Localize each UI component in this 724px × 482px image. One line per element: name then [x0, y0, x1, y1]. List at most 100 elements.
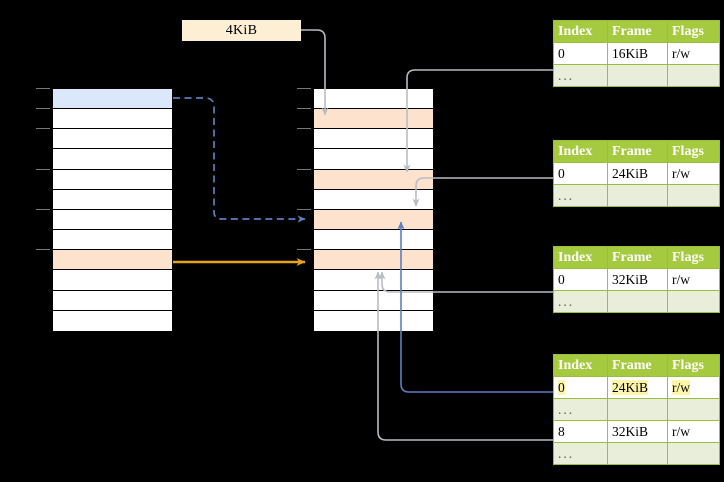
- physical-address-space-row: [314, 149, 433, 170]
- page-size-label: 4KiB: [182, 20, 301, 41]
- table-row[interactable]: 0 24KiB r/w: [553, 376, 720, 399]
- row-tick-mark: [36, 88, 50, 89]
- cell-frame: [607, 64, 668, 87]
- row-tick-mark: [297, 128, 311, 130]
- cell-index: 0: [553, 162, 608, 185]
- physical-address-space-row: [314, 270, 433, 291]
- cell-flags: r/w: [667, 376, 720, 399]
- column-header-flags: Flags: [667, 354, 720, 377]
- cell-flags: [667, 398, 720, 421]
- cell-flags: [667, 290, 720, 313]
- virtual-address-space-row: [53, 129, 172, 150]
- column-header-flags: Flags: [667, 246, 720, 269]
- physical-address-space-row: [314, 169, 433, 190]
- physical-address-space-row: [314, 250, 433, 271]
- table-row[interactable]: ...: [553, 398, 720, 421]
- column-header-flags: Flags: [667, 140, 720, 163]
- virtual-address-space-row: [53, 250, 172, 271]
- physical-address-space-row: [314, 290, 433, 311]
- column-header-frame: Frame: [607, 140, 668, 163]
- column-header-frame: Frame: [607, 354, 668, 377]
- cell-index: ...: [553, 64, 608, 87]
- cell-index: ...: [553, 442, 608, 465]
- cell-frame: 24KiB: [607, 376, 668, 399]
- virtual-address-space-row: [53, 290, 172, 311]
- cell-flags: r/w: [667, 42, 720, 65]
- cell-flags: [667, 442, 720, 465]
- column-header-flags: Flags: [667, 20, 720, 43]
- cell-frame: 32KiB: [607, 268, 668, 291]
- highlighted-value: r/w: [672, 379, 690, 395]
- column-header-index: Index: [553, 354, 608, 377]
- column-header-index: Index: [553, 140, 608, 163]
- table-row[interactable]: ...: [553, 290, 720, 313]
- row-tick-mark: [36, 108, 50, 110]
- cell-index: ...: [553, 184, 608, 207]
- cell-frame: 24KiB: [607, 162, 668, 185]
- cell-frame: [607, 398, 668, 421]
- physical-address-space-row: [314, 109, 433, 130]
- cell-frame: [607, 184, 668, 207]
- cell-index: 0: [553, 268, 608, 291]
- virtual-address-space-row: [53, 89, 172, 110]
- virtual-address-space-column: [52, 88, 173, 331]
- virtual-address-space-row: [53, 270, 172, 291]
- virtual-address-space-row: [53, 149, 172, 170]
- physical-address-space-row: [314, 129, 433, 150]
- cell-frame: 32KiB: [607, 420, 668, 443]
- row-tick-mark: [36, 209, 50, 210]
- row-tick-mark: [297, 88, 311, 89]
- row-tick-mark: [297, 209, 311, 210]
- cell-frame: [607, 442, 668, 465]
- highlighted-value: 0: [558, 379, 565, 395]
- virtual-address-space-row: [53, 169, 172, 190]
- row-tick-mark: [36, 168, 50, 170]
- row-tick-mark: [36, 128, 50, 130]
- row-tick-mark: [297, 108, 311, 110]
- virtual-address-space-row: [53, 209, 172, 231]
- cell-index: 8: [553, 420, 608, 443]
- highlighted-value: 24KiB: [612, 379, 649, 395]
- virtual-address-space-row: [53, 109, 172, 130]
- row-tick-mark: [36, 249, 50, 251]
- cell-flags: r/w: [667, 162, 720, 185]
- virtual-address-space-row: [53, 189, 172, 210]
- virtual-address-space-row: [53, 230, 172, 251]
- virtual-address-space-row: [53, 310, 172, 331]
- table-row[interactable]: ...: [553, 442, 720, 465]
- column-header-index: Index: [553, 20, 608, 43]
- cell-frame: 16KiB: [607, 42, 668, 65]
- physical-address-space-column: [313, 88, 434, 331]
- table-row[interactable]: ...: [553, 64, 720, 87]
- cell-index: 0: [553, 376, 608, 399]
- cell-frame: [607, 290, 668, 313]
- cell-index: ...: [553, 398, 608, 421]
- row-tick-mark: [297, 249, 311, 251]
- column-header-frame: Frame: [607, 246, 668, 269]
- cell-flags: r/w: [667, 420, 720, 443]
- physical-address-space-row: [314, 189, 433, 210]
- cell-index: 0: [553, 42, 608, 65]
- physical-address-space-row: [314, 209, 433, 231]
- cell-flags: [667, 184, 720, 207]
- physical-address-space-row: [314, 310, 433, 331]
- cell-flags: r/w: [667, 268, 720, 291]
- column-header-index: Index: [553, 246, 608, 269]
- physical-address-space-row: [314, 230, 433, 251]
- table-row[interactable]: ...: [553, 184, 720, 207]
- cell-flags: [667, 64, 720, 87]
- cell-index: ...: [553, 290, 608, 313]
